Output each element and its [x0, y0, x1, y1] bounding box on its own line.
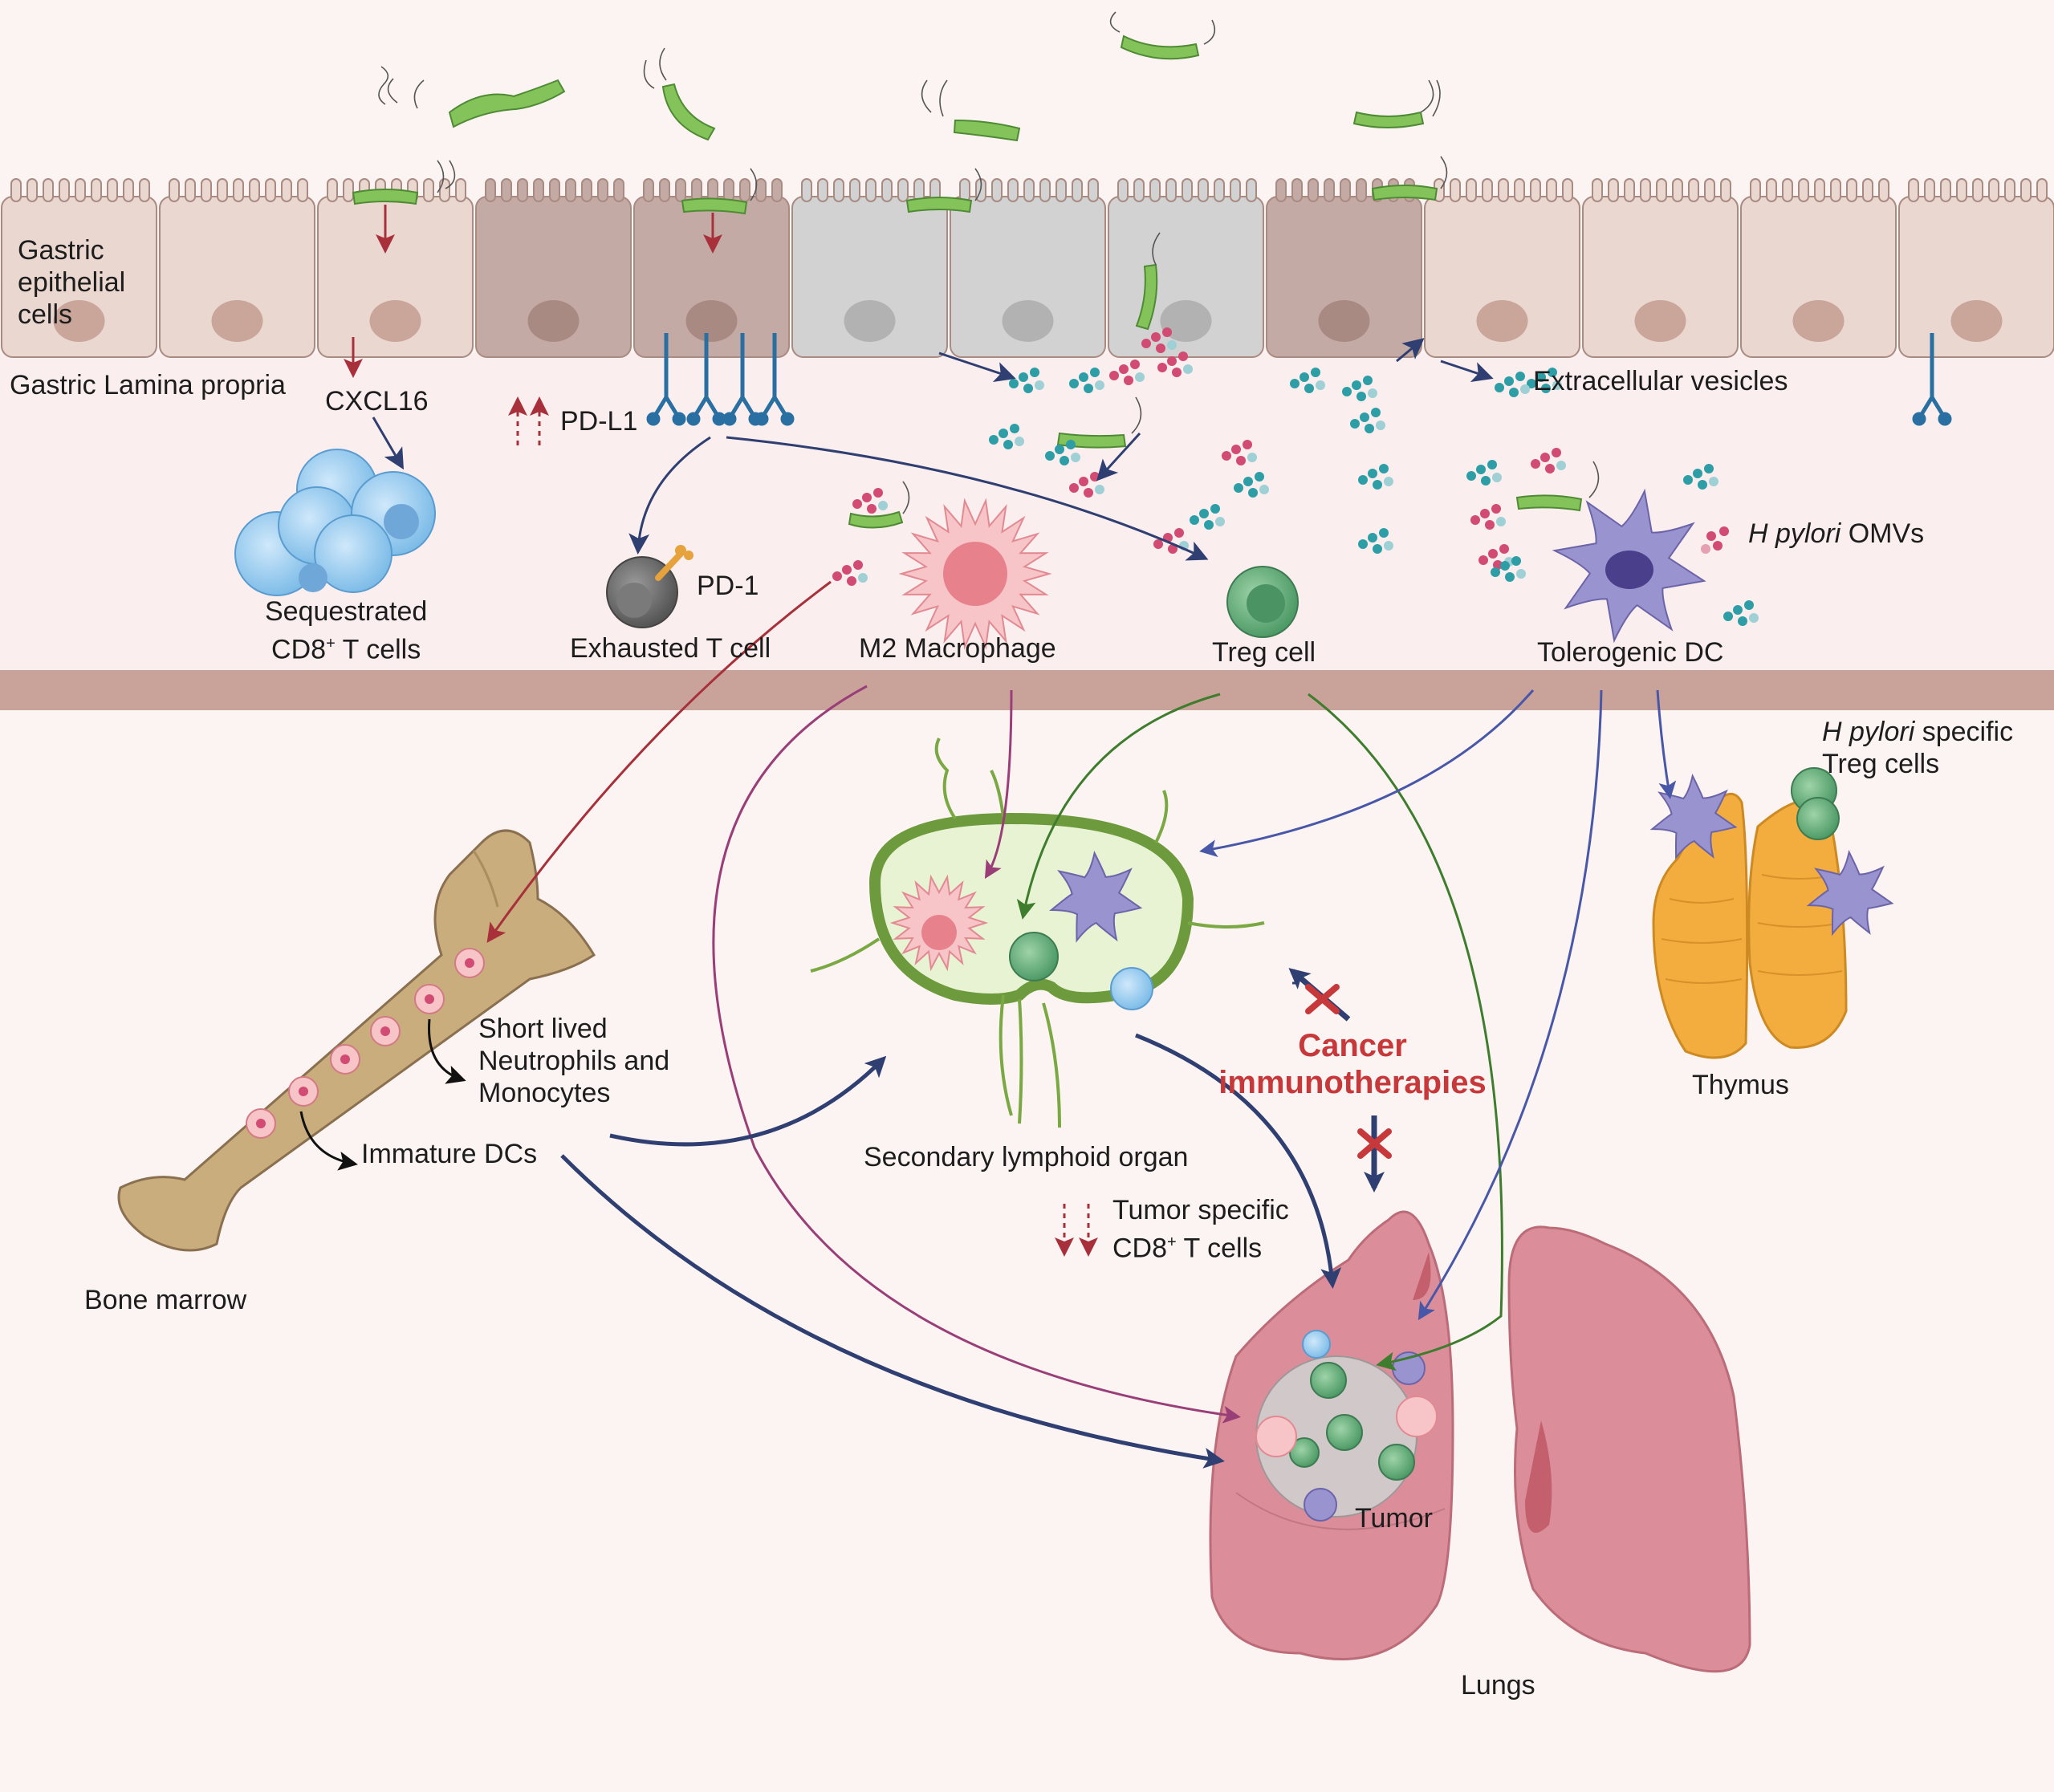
- treg-cell: [1226, 566, 1299, 638]
- h-pylori-bacteria: [352, 11, 1600, 529]
- bone-marrow-cells: [246, 948, 485, 1139]
- cxcl16-label: CXCL16: [325, 386, 429, 417]
- thymus-label: Thymus: [1692, 1070, 1789, 1100]
- m2-macrophage-label: M2 Macrophage: [859, 633, 1056, 664]
- exhausted-t-cell-label: Exhausted T cell: [570, 633, 771, 664]
- epithelial-cell: [633, 178, 790, 358]
- gastric-lamina-propria-label: Gastric Lamina propria: [10, 370, 286, 400]
- tumor-label: Tumor: [1355, 1503, 1433, 1534]
- omv-legend-icon: [1701, 526, 1729, 554]
- pd-l1-label: PD-L1: [560, 406, 638, 437]
- pd-1-label: PD-1: [697, 571, 759, 601]
- epithelial-cell: [950, 178, 1106, 358]
- pd-l1-upregulated-arrows: [508, 396, 549, 445]
- m2-macrophage: [898, 498, 1052, 650]
- treg-cell-label: Treg cell: [1212, 637, 1316, 668]
- bone-marrow-label: Bone marrow: [84, 1285, 247, 1315]
- sequestrated-cd8-t-cells: [234, 449, 436, 596]
- tumor-mass: [1255, 1330, 1438, 1522]
- pd-l1-receptors: [646, 333, 1952, 426]
- epithelial-cell: [1740, 178, 1897, 358]
- epithelial-cell: [1108, 178, 1264, 358]
- extracellular-vesicles-label: Extracellular vesicles: [1533, 366, 1788, 396]
- epithelial-cell: [1, 178, 157, 358]
- bone-marrow-bone: [117, 829, 596, 1252]
- lungs-label: Lungs: [1461, 1670, 1535, 1701]
- epithelial-cell: [159, 178, 315, 358]
- epithelial-cell: [317, 178, 474, 358]
- exhausted-t-cell: [606, 545, 693, 628]
- h-pylori-omvs-label: H pylori OMVs: [1748, 518, 1925, 549]
- epithelial-cell: [475, 178, 632, 358]
- epithelial-cell: [1582, 178, 1739, 358]
- secondary-lymphoid-organ-label: Secondary lymphoid organ: [864, 1142, 1189, 1172]
- tumor-specific-cd8-down-arrows: [1055, 1204, 1098, 1257]
- epithelial-cell: [1424, 178, 1580, 358]
- basement-membrane-band: [0, 670, 2054, 710]
- epithelial-cell: [1266, 178, 1422, 358]
- immunotherapy-blocked-arrows: [1288, 968, 1392, 1193]
- gastric-epithelium: [1, 178, 2054, 358]
- thymus: [1649, 767, 1894, 1059]
- immature-dcs-label: Immature DCs: [361, 1139, 538, 1169]
- extracellular-vesicles: [832, 327, 1819, 1513]
- epithelial-cell: [1898, 178, 2054, 358]
- gastric-epithelial-cells-label: Gastric epithelial cells: [18, 235, 126, 330]
- epithelial-cell: [791, 178, 948, 358]
- tolerogenic-dc: [1552, 488, 1706, 644]
- tolerogenic-dc-label: Tolerogenic DC: [1537, 637, 1724, 668]
